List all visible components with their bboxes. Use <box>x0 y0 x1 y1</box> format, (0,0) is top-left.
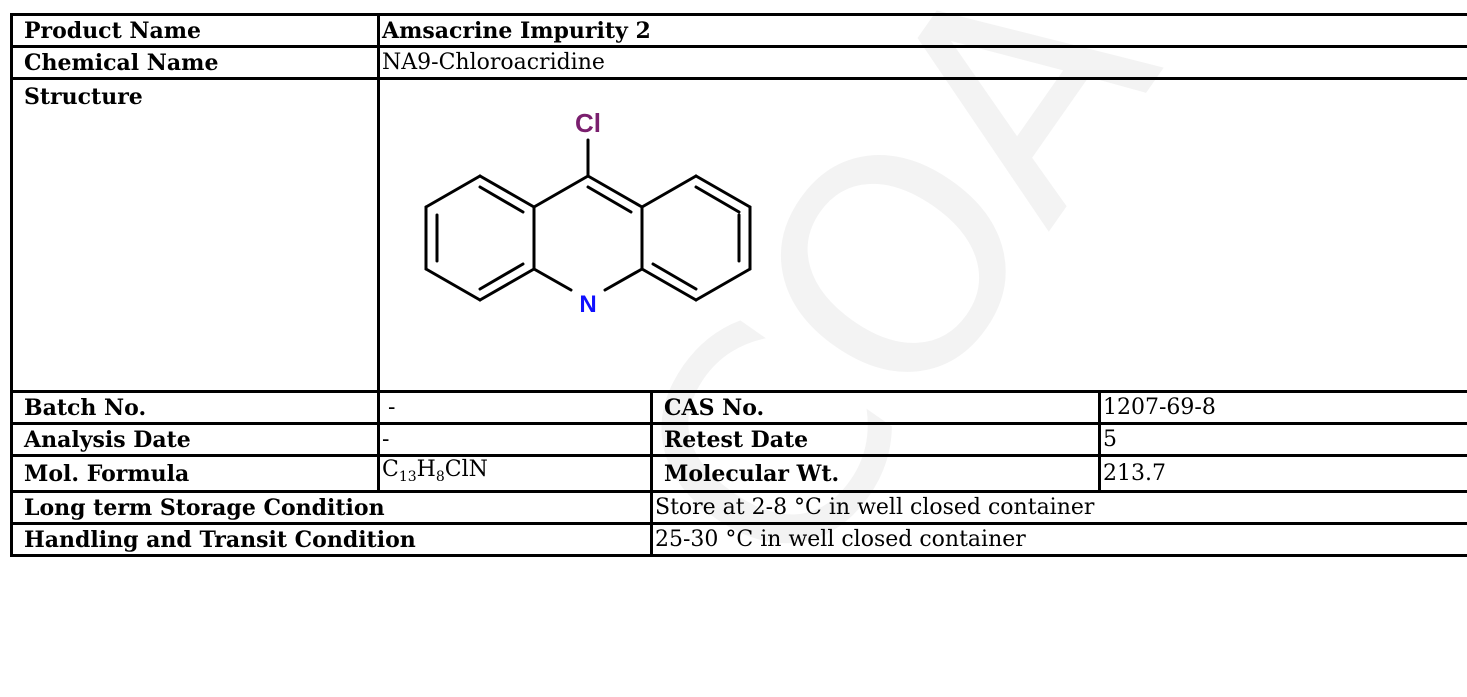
formula-rest: ClN <box>444 457 488 483</box>
coa-table: Product Name Amsacrine Impurity 2 Chemic… <box>10 13 1467 557</box>
formula-c: C <box>382 457 399 483</box>
analysis-date-value: - <box>377 422 653 457</box>
row-structure: Structure <box>10 77 1467 393</box>
formula-c-subscript: 13 <box>398 469 417 485</box>
batch-no-value: - <box>377 390 653 425</box>
long-term-storage-label: Long term Storage Condition <box>10 490 653 525</box>
mol-formula-label: Mol. Formula <box>10 454 380 493</box>
analysis-date-label: Analysis Date <box>10 422 380 457</box>
chemical-structure-drawing: Cl N <box>424 108 752 318</box>
structure-image: Cl N <box>377 77 1467 393</box>
formula-h: H <box>416 457 436 483</box>
chemical-name-label: Chemical Name <box>10 45 380 80</box>
row-long-term-storage: Long term Storage Condition Store at 2-8… <box>10 490 1467 525</box>
acridine-bonds <box>424 138 752 302</box>
mol-formula-value: C13H8ClN <box>377 454 653 493</box>
handling-transit-value: 25-30 °C in well closed container <box>650 522 1467 557</box>
structure-label: Structure <box>10 77 380 393</box>
row-handling-transit: Handling and Transit Condition 25-30 °C … <box>10 522 1467 557</box>
row-analysis: Analysis Date - Retest Date 5 <box>10 422 1467 457</box>
retest-date-label: Retest Date <box>650 422 1101 457</box>
row-formula: Mol. Formula C13H8ClN Molecular Wt. 213.… <box>10 454 1467 493</box>
atom-n-label: N <box>579 291 596 318</box>
batch-no-label: Batch No. <box>10 390 380 425</box>
cas-no-label: CAS No. <box>650 390 1101 425</box>
formula-h-subscript: 8 <box>435 469 445 485</box>
chemical-name-value: NA9-Chloroacridine <box>377 45 1467 80</box>
atom-cl-label: Cl <box>575 108 601 138</box>
molecular-wt-value: 213.7 <box>1098 454 1467 493</box>
row-batch: Batch No. - CAS No. 1207-69-8 <box>10 390 1467 425</box>
cas-no-value: 1207-69-8 <box>1098 390 1467 425</box>
product-name-value: Amsacrine Impurity 2 <box>377 13 1467 48</box>
handling-transit-label: Handling and Transit Condition <box>10 522 653 557</box>
product-name-label: Product Name <box>10 13 380 48</box>
molecular-wt-label: Molecular Wt. <box>650 454 1101 493</box>
row-product-name: Product Name Amsacrine Impurity 2 <box>10 13 1467 48</box>
row-chemical-name: Chemical Name NA9-Chloroacridine <box>10 45 1467 80</box>
long-term-storage-value: Store at 2-8 °C in well closed container <box>650 490 1467 525</box>
retest-date-value: 5 <box>1098 422 1467 457</box>
